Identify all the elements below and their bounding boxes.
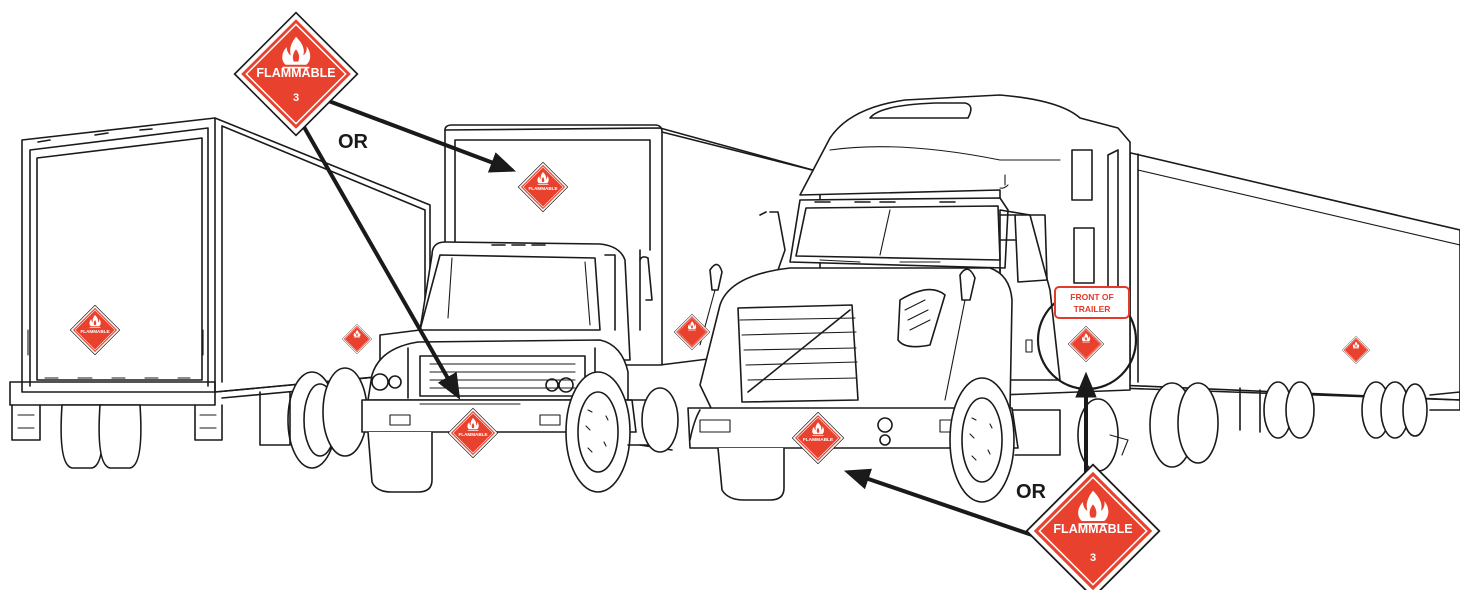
large-placard-top-class: 3: [293, 92, 299, 104]
large-placard-bottom-class: 3: [1090, 552, 1096, 564]
mounted-placard-label: FLAMMABLE: [528, 186, 557, 191]
or-label-right: OR: [1016, 481, 1047, 503]
large-placard-top: FLAMMABLE 3: [235, 13, 358, 136]
large-placard-bottom-label: FLAMMABLE: [1053, 522, 1132, 536]
callout-line2: TRAILER: [1074, 304, 1111, 314]
mounted-placard-label: FLAMMABLE: [458, 432, 487, 437]
arrow-to-tractor-front: [848, 472, 1035, 536]
mounted-placard-label: FLAMMABLE: [80, 329, 109, 334]
large-placard-top-label: FLAMMABLE: [256, 66, 335, 80]
large-placard-bottom: FLAMMABLE 3: [1027, 465, 1160, 590]
mounted-placard-label: FLAMMABLE: [803, 437, 834, 443]
callout-line1: FRONT OF: [1070, 292, 1113, 302]
right-semi-trailer: [1118, 150, 1460, 467]
or-label-left: OR: [338, 131, 369, 153]
